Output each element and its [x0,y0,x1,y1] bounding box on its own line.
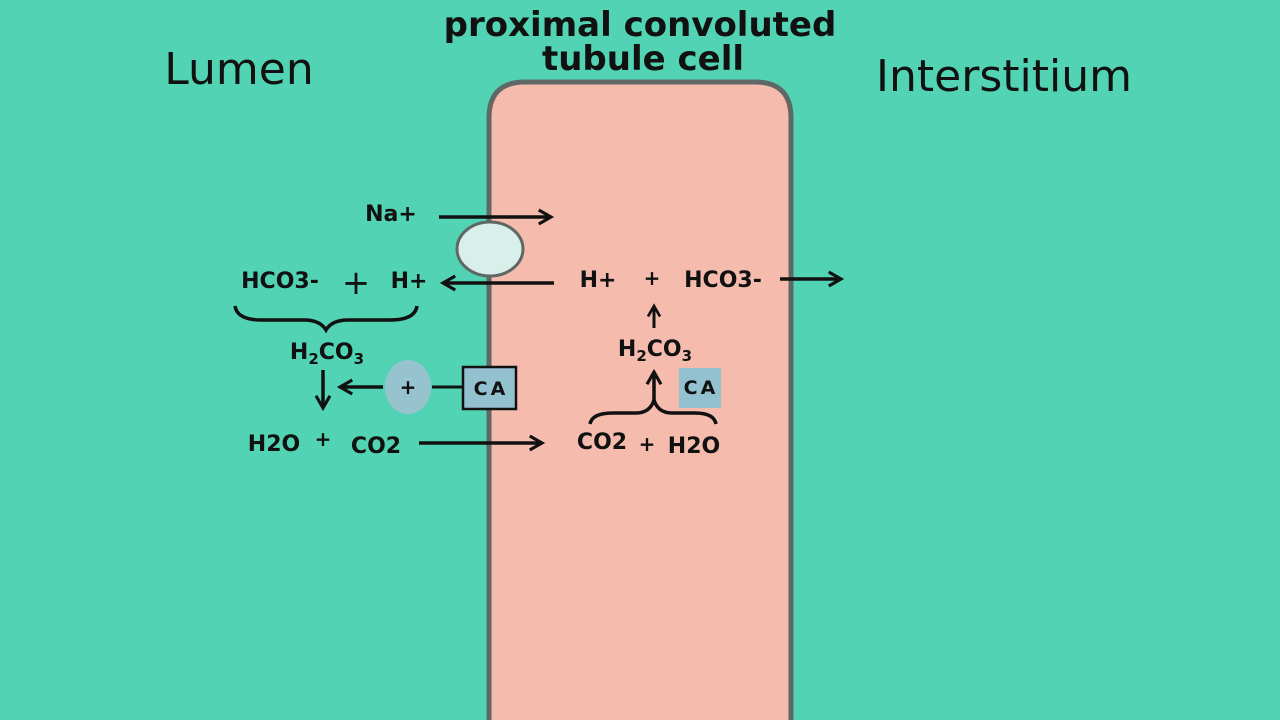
cell-carbonic-anhydrase-label: CA [684,377,719,399]
tubule-cell [486,79,794,720]
lumen-carbonic-anhydrase-box [461,365,518,411]
lumen-hco3-label: HCO3- [241,269,319,294]
lumen-label: Lumen [164,44,313,95]
lumen-bottom-plus: + [315,427,332,451]
enzyme-catalyst-plus: + [400,375,417,399]
na-ion-label: Na+ [365,202,417,227]
cell-carbonic-anhydrase-box [679,368,721,408]
cell-top-plus: + [644,266,661,290]
enzyme-catalyst-circle [385,360,431,414]
interstitium-label: Interstitium [876,51,1132,102]
lumen-water-label: H2O [248,432,300,457]
cell-carbonic-acid-label: H2CO3 [618,337,692,365]
antiporter-transporter [455,220,525,278]
lumen-carbonic-acid-label: H2CO3 [290,340,364,368]
cell-water-label: H2O [668,434,720,459]
cell-bottom-plus: + [639,432,656,456]
lumen-combine-brace [233,305,419,334]
title-line-2: tubule cell [542,39,744,79]
title-line-1: proximal convoluted [444,5,837,45]
lumen-carbonic-anhydrase-label: CA [474,378,509,400]
cell-h-ion-label: H+ [580,268,617,293]
cell-hco3-label: HCO3- [684,268,762,293]
lumen-plus-sign: + [342,263,371,303]
lumen-h-ion-label: H+ [391,269,428,294]
cell-co2-label: CO2 [577,430,627,455]
lumen-co2-label: CO2 [351,434,401,459]
